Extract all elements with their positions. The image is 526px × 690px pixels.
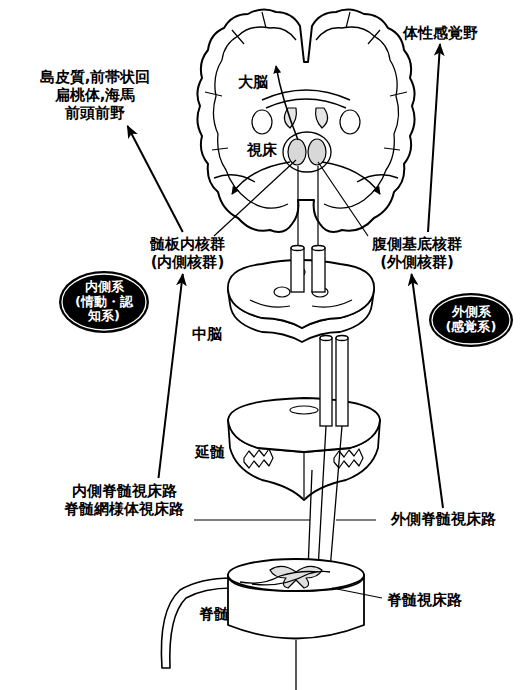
gray-white-boundary [213,27,296,208]
medulla-top-face [228,398,380,452]
projection-arrow [159,274,183,478]
pathway-name: 体性感覚野 [400,24,480,42]
ascending-tract [298,166,318,252]
oval-inner-ring [432,296,510,344]
projection-arrow [128,126,183,232]
pathway-label-box: 内側脊髄視床路 脊髄網様体視床路 [55,478,193,522]
structure-label: 延髄 [195,443,225,462]
cerebrum-section [197,9,414,232]
sulcus-line [205,12,407,150]
lateral-ventricle [284,108,327,128]
thalamocortical-projection [276,66,298,140]
structure-label: 中脳 [192,325,222,344]
tract-cylinder [320,336,348,427]
leader-line [194,520,382,598]
thalamocortical-projection [232,162,290,194]
substantia-nigra [250,300,352,307]
tract-cylinder-top [312,246,325,251]
tract-cylinder-body [291,248,304,292]
thalamocortical-projection [322,162,380,194]
spinal-cord-section [161,559,364,668]
pathway-name: 髄板内核群 (内側核群) [144,235,232,271]
pathway-name: 腹側基底核群 (外側核群) [367,235,467,271]
pathway-label-box: 体性感覚野 [400,22,480,44]
median-fissure [303,452,304,498]
ascending-tract [296,426,342,690]
projection-arrow [428,44,440,232]
oval-fill [429,293,513,347]
leader-line [214,160,368,236]
structure-label: 脊髄視床路 [387,591,462,610]
pathway-label-box: 島皮質,前帯状回 扁桃体,海馬 前頭前野 [30,64,160,126]
pathway-name: 内側脊髄視床路 脊髄網様体視床路 [57,482,192,518]
thalamus-nucleus [288,139,306,165]
tract-cylinder-body [312,248,325,292]
fourth-ventricle-floor [290,406,318,414]
red-nucleus [274,287,290,297]
system-name: 外側系 (感覚系) [443,305,499,335]
structure-label: 大脳 [238,73,268,92]
tract-cylinder-body [320,338,332,426]
pathway-name: 外側脊髄視床路 [378,510,508,528]
nerve-root [161,578,232,668]
basal-ganglia [252,110,272,134]
spinal-cord-top-face [228,559,364,591]
oval-fill [59,271,149,333]
system-oval: 内側系 (情動・認知系) [58,270,150,334]
thalamus-nucleus [308,139,326,165]
cortex-outline [197,9,414,232]
system-name: 内側系 (情動・認知系) [75,280,133,325]
lateral-fissure [214,175,398,182]
tract-cylinder-body [336,338,348,426]
gray-white-boundary [316,27,399,208]
pathway-label-box: 髄板内核群 (内側核群) [140,232,235,274]
pathway-name: 島皮質,前帯状回 扁桃体,海馬 前頭前野 [35,68,155,122]
tract-cylinder-top [336,336,348,341]
structure-label: 視床 [247,141,277,160]
tract-cylinder-top [320,336,332,341]
inferior-olive [244,449,273,468]
pathway-label-box: 外側脊髄視床路 [378,508,508,530]
basal-ganglia [340,110,360,134]
medulla-section [228,398,380,500]
pathway-label-box: 腹側基底核群 (外側核群) [362,232,472,274]
crossing-fibre [240,571,330,585]
oval-inner-ring [62,274,146,330]
tract-cylinder-top [291,246,304,251]
system-oval: 外側系 (感覚系) [428,292,514,348]
corpus-callosum [262,90,350,108]
structure-label: 脊髄 [199,605,229,624]
tract-cylinder [291,246,325,293]
